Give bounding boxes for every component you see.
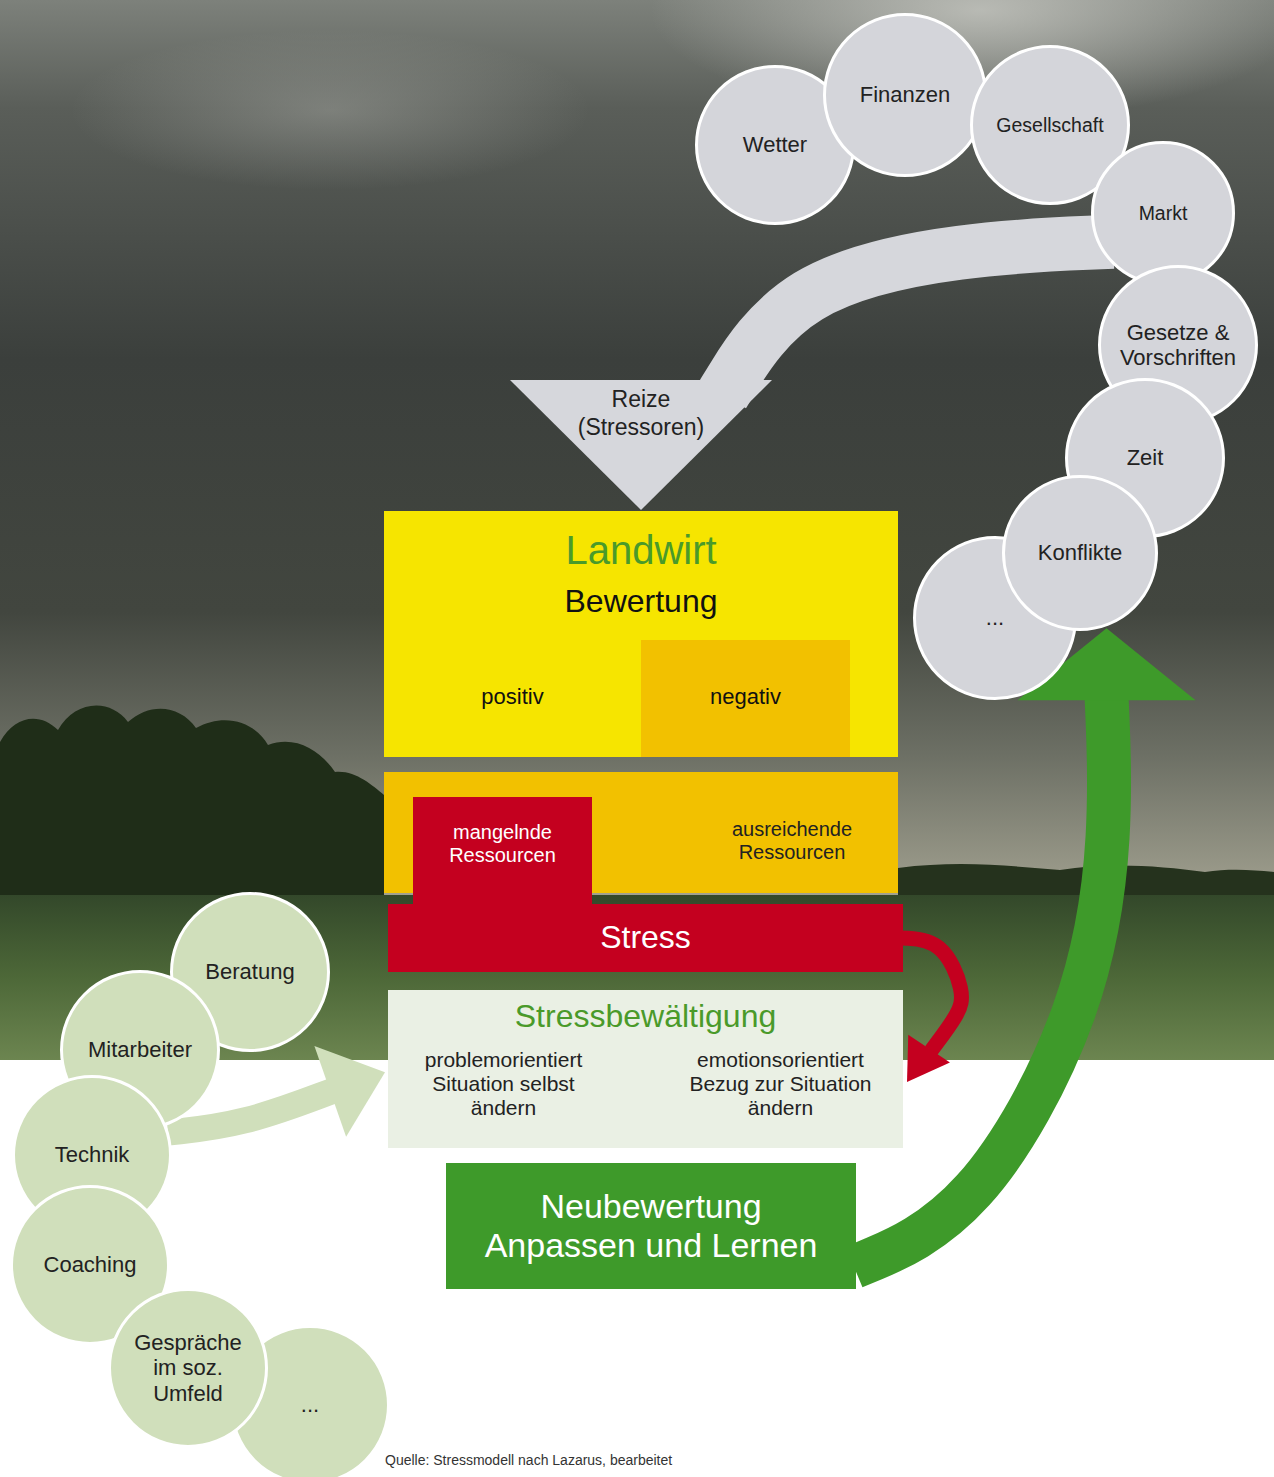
coping-strategy: problemorientiert Situation selbst änder…	[401, 1048, 606, 1120]
node-label: Zeit	[1075, 445, 1215, 470]
node-label: Mitarbeiter	[70, 1037, 210, 1062]
source-caption: Quelle: Stressmodell nach Lazarus, bearb…	[385, 1452, 672, 1468]
reappraisal-box: Neubewertung Anpassen und Lernen	[446, 1163, 856, 1289]
sky	[0, 0, 1274, 900]
band-label: Stress	[388, 919, 903, 956]
node-label: Wetter	[705, 132, 845, 157]
appraisal-label: negativ	[641, 684, 850, 709]
arrow-shaft	[723, 242, 1113, 394]
resource-circle: Gespräche im soz. Umfeld	[108, 1288, 268, 1448]
coping-box: Stressbewältigung problemorientiert Situa…	[388, 990, 903, 1148]
node-label: Finanzen	[835, 82, 975, 107]
resources-label: ausreichende Ressourcen	[694, 818, 890, 864]
box-heading: Stressbewältigung	[388, 998, 903, 1035]
stress-band: Stress	[388, 904, 903, 972]
connector-arrow	[510, 242, 1113, 510]
resources-band: ausreichende Ressourcen mangelnde Ressour…	[384, 772, 898, 893]
box-label: Neubewertung Anpassen und Lernen	[466, 1187, 836, 1265]
stressor-circle: Markt	[1091, 141, 1235, 285]
connector-arrow	[854, 628, 1196, 1267]
connector-arrow	[901, 938, 962, 1082]
appraisal-box: LandwirtBewertung positivnegativ	[384, 511, 898, 757]
coping-strategy: emotionsorientiert Bezug zur Situation ä…	[668, 1048, 893, 1120]
arrow-head	[510, 380, 772, 510]
arrow-head	[314, 1046, 385, 1137]
node-label: Markt	[1094, 202, 1232, 224]
node-label: Gesellschaft	[975, 114, 1125, 136]
stressor-circle: Finanzen	[823, 13, 987, 177]
lacking-resources-tab: mangelnde Ressourcen	[413, 797, 592, 905]
node-label: Konflikte	[1010, 540, 1150, 565]
node-label: Beratung	[180, 959, 320, 984]
stressor-circle: Konflikte	[1002, 475, 1158, 631]
tree-line	[0, 706, 384, 900]
negative-region: negativ	[641, 640, 850, 757]
arrow-shaft	[901, 938, 962, 1051]
resources-label: mangelnde Ressourcen	[421, 821, 584, 867]
cloud	[70, 30, 590, 190]
node-label: Technik	[22, 1142, 162, 1167]
node-label: Gespräche im soz. Umfeld	[128, 1330, 248, 1406]
node-label: Coaching	[20, 1252, 160, 1277]
node-label: Gesetze & Vorschriften	[1106, 320, 1251, 371]
appraisal-label: positiv	[384, 684, 641, 709]
box-subheading: Bewertung	[384, 583, 898, 620]
arrow-label: Reize (Stressoren)	[556, 386, 726, 441]
box-heading: Landwirt	[384, 527, 898, 573]
arrow-head	[907, 1035, 950, 1082]
